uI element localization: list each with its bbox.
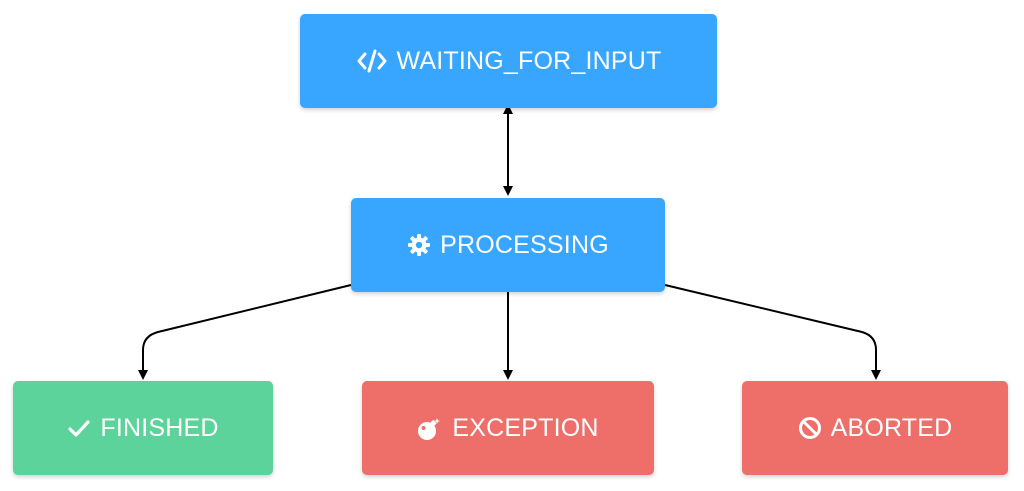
node-label: PROCESSING xyxy=(440,230,609,259)
node-label: EXCEPTION xyxy=(452,413,599,442)
code-icon xyxy=(356,49,388,73)
node-label: FINISHED xyxy=(100,413,219,442)
node-finished[interactable]: FINISHED xyxy=(13,381,273,475)
edge-processing-finished xyxy=(138,284,352,380)
prohibited-icon xyxy=(798,416,822,440)
node-waiting-for-input[interactable]: WAITING_FOR_INPUT xyxy=(300,14,717,108)
gear-icon xyxy=(407,233,431,257)
node-label: WAITING_FOR_INPUT xyxy=(396,46,662,75)
node-exception[interactable]: EXCEPTION xyxy=(362,381,654,475)
node-aborted[interactable]: ABORTED xyxy=(742,381,1008,475)
node-label: ABORTED xyxy=(830,413,953,442)
check-icon xyxy=(67,416,91,440)
bomb-icon xyxy=(417,415,443,441)
node-processing[interactable]: PROCESSING xyxy=(351,198,665,292)
edge-processing-aborted xyxy=(664,284,881,380)
